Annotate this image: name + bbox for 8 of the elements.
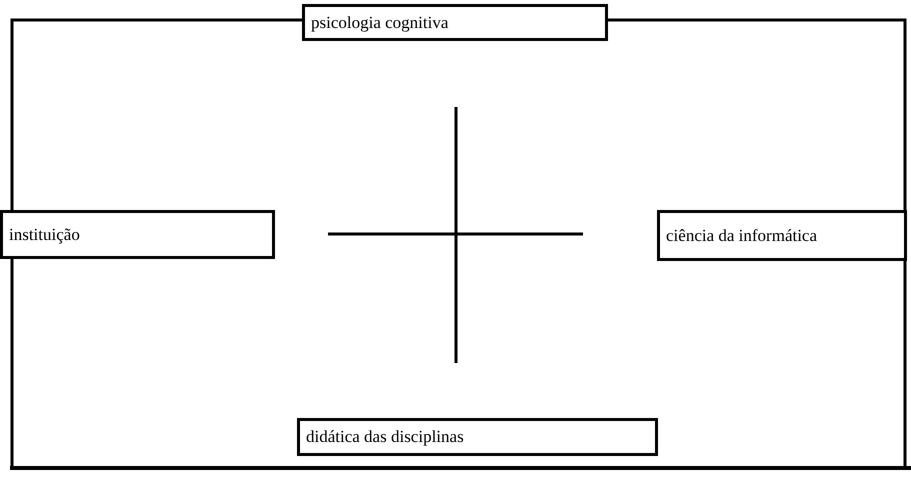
topic-label: didática das disciplinas bbox=[306, 427, 464, 447]
topic-box bbox=[302, 4, 608, 41]
topic-label: ciência da informática bbox=[666, 226, 818, 246]
topic-box bbox=[0, 210, 275, 259]
topic-box bbox=[297, 418, 658, 456]
topic-label: instituição bbox=[9, 224, 80, 244]
topic-label: psicologia cognitiva bbox=[311, 12, 448, 32]
topic-box bbox=[657, 210, 907, 261]
